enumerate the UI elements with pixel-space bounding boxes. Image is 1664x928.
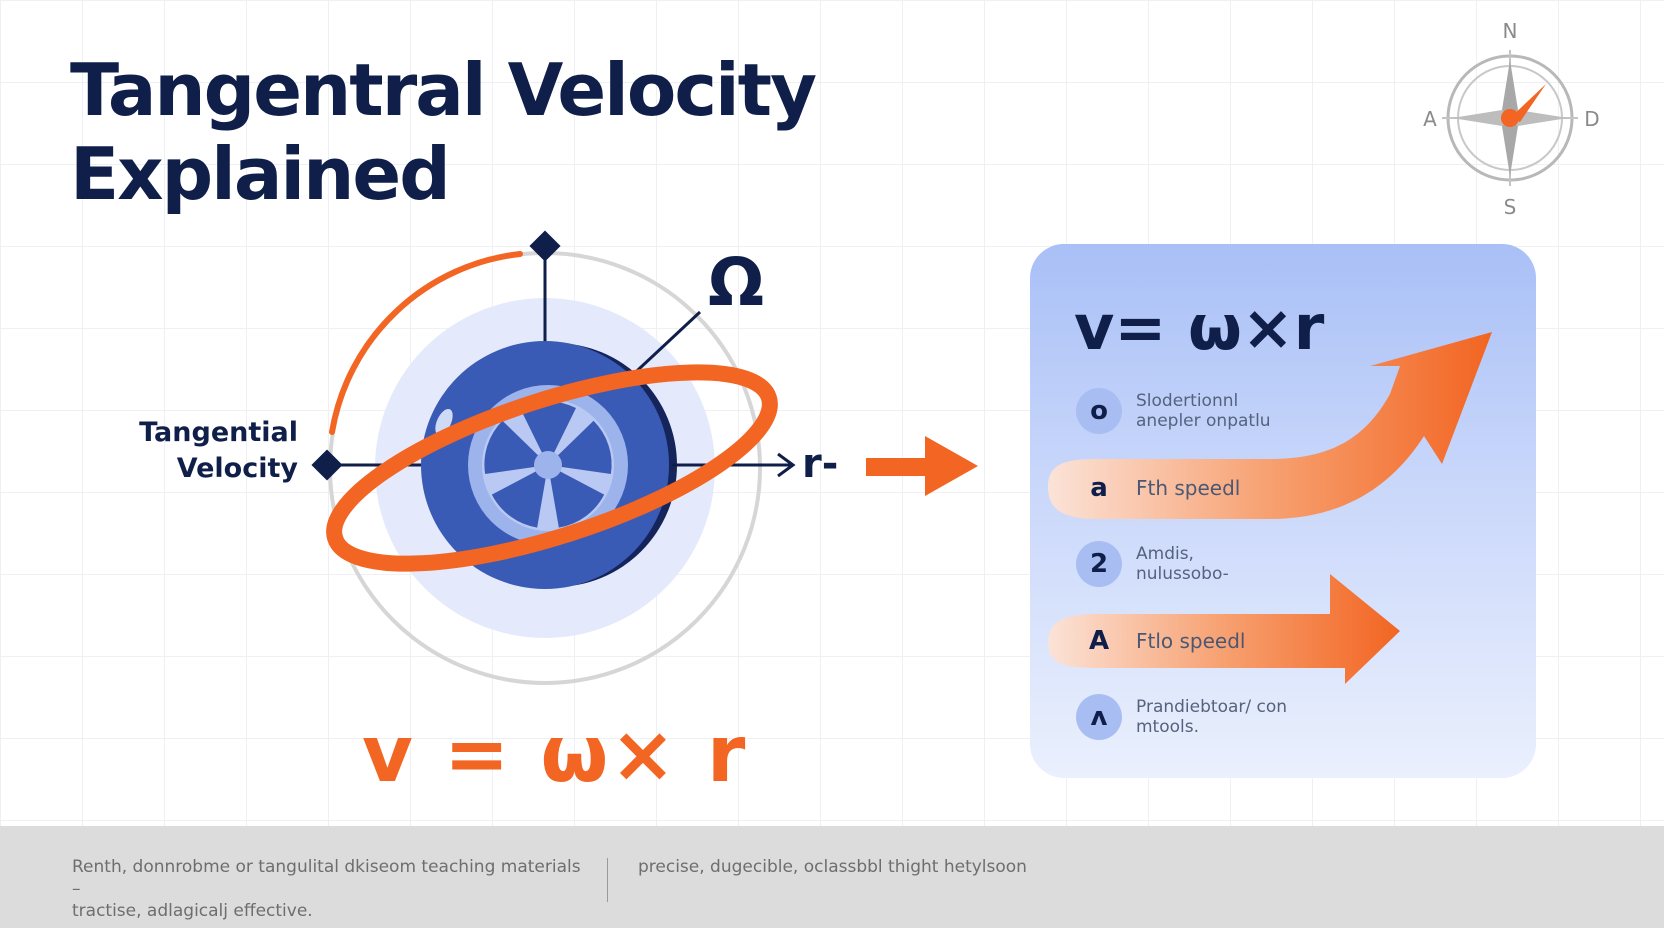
footer-description: Renth, donnrobme or tangulital dkiseom t… — [72, 856, 592, 922]
wheel-axle — [534, 451, 562, 479]
radius-label: r- — [802, 441, 839, 487]
footer-tagline: precise, dugecible, oclassbbl thight het… — [638, 857, 1027, 877]
rotation-diagram — [311, 230, 978, 685]
orange-arrow — [866, 436, 978, 496]
panel-arrow-upper — [1048, 332, 1492, 519]
compass-west-label: A — [1423, 107, 1437, 131]
panel-item-3-badge: 2 — [1076, 541, 1122, 587]
radius-arrow-head — [777, 452, 796, 478]
panel-item-4-line-1: Ftlo speedl — [1136, 629, 1246, 653]
panel-item-3-line-2: nulussobo- — [1136, 564, 1229, 584]
tangential-velocity-label: Tangential Velocity — [120, 415, 298, 487]
compass-rose-icon: N S A D — [1423, 19, 1600, 218]
footer-description-line-1: Renth, donnrobme or tangulital dkiseom t… — [72, 857, 581, 899]
tangential-velocity-label-line-2: Velocity — [176, 453, 298, 484]
panel-item-2-line-1: Fth speedl — [1136, 476, 1241, 500]
panel-item-1: o Slodertionnl anepler onpatlu — [1076, 388, 1271, 434]
panel-item-5-badge: ʌ — [1076, 694, 1122, 740]
tangential-velocity-label-line-1: Tangential — [139, 417, 298, 448]
orange-orbit-ellipse — [326, 364, 778, 572]
compass-north-label: N — [1503, 19, 1518, 43]
panel-item-5: ʌ Prandiebtoar/ con mtools. — [1076, 694, 1287, 740]
main-formula: v = ω× r — [362, 710, 748, 800]
omega-label: Ω — [708, 244, 765, 321]
top-diamond-marker — [529, 230, 561, 262]
panel-item-1-line-1: Slodertionnl — [1136, 391, 1239, 411]
footer-description-line-2: tractise, adlagicalj effective. — [72, 901, 313, 921]
title-line-2: Explained — [70, 132, 451, 216]
panel-item-1-line-2: anepler onpatlu — [1136, 411, 1271, 431]
panel-item-2-badge: a — [1090, 473, 1108, 503]
panel-item-4-text: Ftlo speedl — [1136, 631, 1245, 651]
panel-arrow-lower — [1048, 574, 1400, 684]
panel-arrows — [1048, 332, 1492, 684]
panel-item-3-line-1: Amdis, — [1136, 544, 1194, 564]
compass-east-label: D — [1584, 107, 1599, 131]
compass-south-label: S — [1504, 195, 1517, 218]
wheel-spokes — [484, 401, 612, 528]
panel-item-2-text: Fth speedl — [1136, 478, 1240, 498]
formula-panel: v= ω×r o Slodertionnl anepler onpatlu a … — [1030, 244, 1536, 778]
panel-item-3: 2 Amdis, nulussobo- — [1076, 541, 1229, 587]
panel-item-5-line-1: Prandiebtoar/ con — [1136, 697, 1288, 717]
panel-item-2: a Fth speedl — [1076, 465, 1240, 511]
panel-formula: v= ω×r — [1074, 291, 1325, 364]
page-title: Tangentral Velocity Explained — [70, 48, 817, 216]
orange-rotation-arc — [329, 251, 523, 435]
panel-item-1-badge: o — [1076, 388, 1122, 434]
title-line-1: Tangentral Velocity — [70, 48, 817, 132]
panel-item-1-text: Slodertionnl anepler onpatlu — [1136, 391, 1271, 431]
left-diamond-marker — [311, 449, 343, 481]
panel-item-4: A Ftlo speedl — [1076, 618, 1246, 664]
panel-item-4-badge: A — [1088, 626, 1110, 656]
panel-item-5-line-2: mtools. — [1136, 717, 1200, 737]
panel-item-3-text: Amdis, nulussobo- — [1136, 544, 1229, 584]
footer-divider — [607, 858, 608, 902]
footer-bar: Renth, donnrobme or tangulital dkiseom t… — [0, 826, 1664, 928]
panel-item-5-text: Prandiebtoar/ con mtools. — [1136, 697, 1287, 737]
